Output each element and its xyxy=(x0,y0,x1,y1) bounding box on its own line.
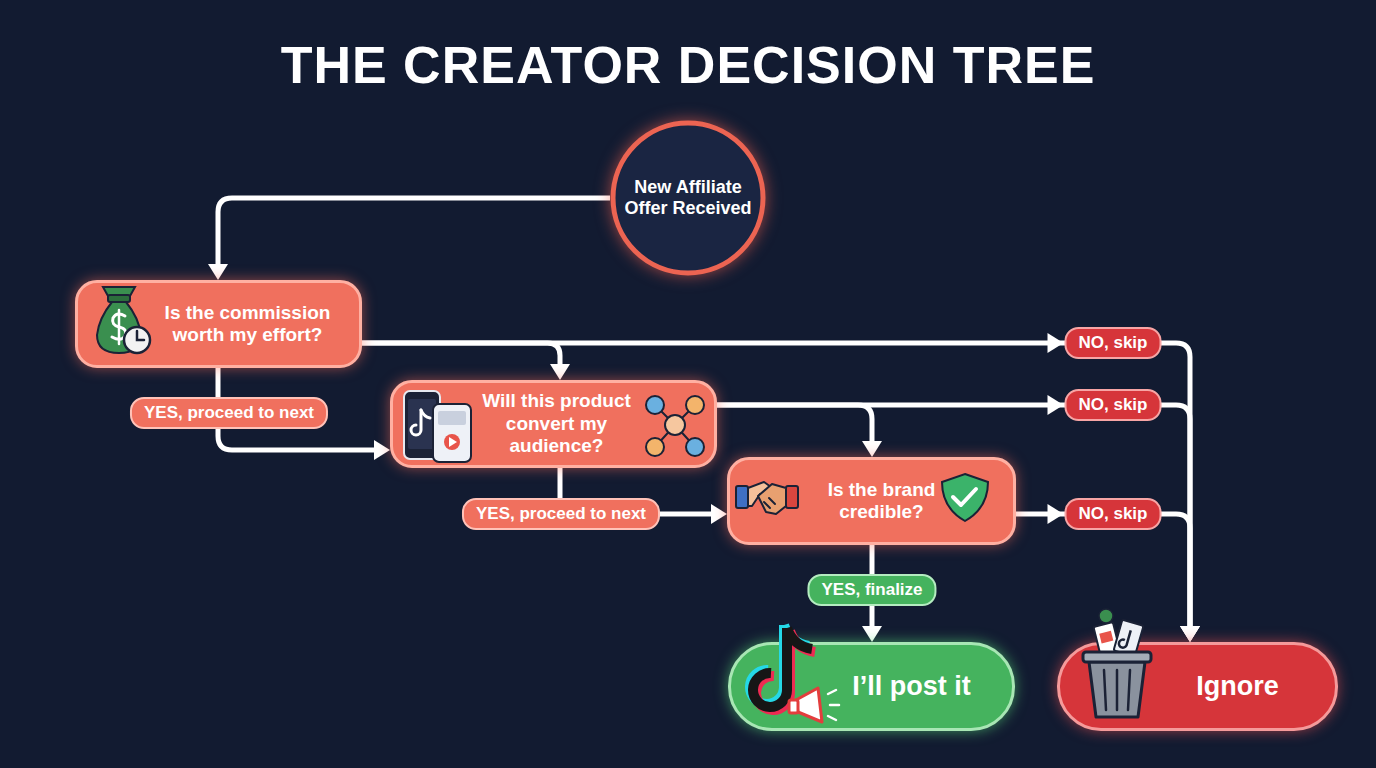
arrow-head xyxy=(550,364,570,380)
connector-arrow xyxy=(362,343,570,380)
connector-line xyxy=(362,343,1190,630)
diagram-title: THE CREATOR DECISION TREE xyxy=(0,30,1376,100)
node-text: Is the commission worth my effort? xyxy=(150,302,345,347)
connector-line xyxy=(362,343,560,368)
edge-label-pill: NO, skip xyxy=(1065,327,1162,359)
connector-line xyxy=(218,198,610,268)
edge-label-pill: YES, finalize xyxy=(807,574,936,606)
decision-box: Is the commission worth my effort? xyxy=(75,280,362,368)
arrow-head xyxy=(1048,333,1064,353)
edge-label-pill: YES, proceed to next xyxy=(130,397,328,429)
node-text: Will this product convert my audience? xyxy=(471,390,642,457)
connector-arrow xyxy=(362,333,1200,642)
node-text: New Affiliate Offer Received xyxy=(624,177,752,219)
edge-label-pill: NO, skip xyxy=(1065,498,1162,530)
connector-line xyxy=(717,405,1190,630)
arrow-head xyxy=(208,264,228,280)
arrow-head xyxy=(1048,504,1064,524)
arrow-head xyxy=(862,626,882,642)
edge-label-pill: YES, proceed to next xyxy=(462,498,660,530)
arrow-head xyxy=(1048,395,1064,415)
connector-arrow xyxy=(717,395,1200,642)
connector-arrow xyxy=(208,198,610,280)
node-text: Is the brand credible? xyxy=(810,479,953,524)
connector-line xyxy=(1016,514,1190,630)
connector-line xyxy=(717,405,872,445)
arrow-head xyxy=(862,441,882,457)
decision-box: Will this product convert my audience? xyxy=(390,380,717,468)
outcome-pill: Ignore xyxy=(1057,642,1338,731)
edge-label-pill: NO, skip xyxy=(1065,389,1162,421)
outcome-pill: I’ll post it xyxy=(728,642,1015,731)
arrow-head xyxy=(1180,626,1200,642)
arrow-head xyxy=(374,440,390,460)
arrow-head xyxy=(711,504,727,524)
node-text: Ignore xyxy=(1196,671,1279,703)
connector-arrow xyxy=(717,405,882,457)
arrow-head xyxy=(1180,626,1200,642)
node-text: I’ll post it xyxy=(852,671,971,703)
circle-shape xyxy=(613,123,763,273)
decision-box: Is the brand credible? xyxy=(727,457,1016,545)
arrow-head xyxy=(1180,626,1200,642)
start-circle: New Affiliate Offer Received xyxy=(610,120,766,276)
